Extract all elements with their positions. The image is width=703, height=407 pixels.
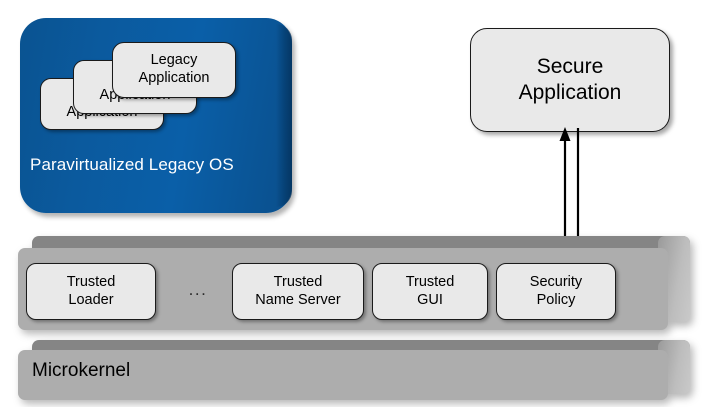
trusted-loader-label: Trusted Loader xyxy=(66,273,116,308)
trusted-name-server-label: Trusted Name Server xyxy=(255,273,341,308)
security-policy-box: Security Policy xyxy=(496,263,616,320)
microkernel-slab-face xyxy=(18,350,668,400)
security-policy-label: Security Policy xyxy=(529,273,583,308)
legacy-application-box-front: Legacy Application xyxy=(112,42,236,98)
legacy-os-bevel xyxy=(276,24,292,207)
secure-application-label: Secure Application xyxy=(518,54,622,104)
trusted-gui-label: Trusted GUI xyxy=(405,273,455,308)
legacy-application-label-front: Legacy Application xyxy=(138,52,210,86)
microkernel-label: Microkernel xyxy=(32,360,131,381)
microkernel-layer xyxy=(18,340,690,402)
paravirtualized-legacy-os-label: Paravirtualized Legacy OS xyxy=(30,155,234,174)
services-ellipsis: ... xyxy=(188,280,208,299)
trusted-loader-box: Trusted Loader xyxy=(26,263,156,320)
trusted-name-server-box: Trusted Name Server xyxy=(232,263,364,320)
trusted-gui-box: Trusted GUI xyxy=(372,263,488,320)
secure-application-box: Secure Application xyxy=(470,28,670,132)
